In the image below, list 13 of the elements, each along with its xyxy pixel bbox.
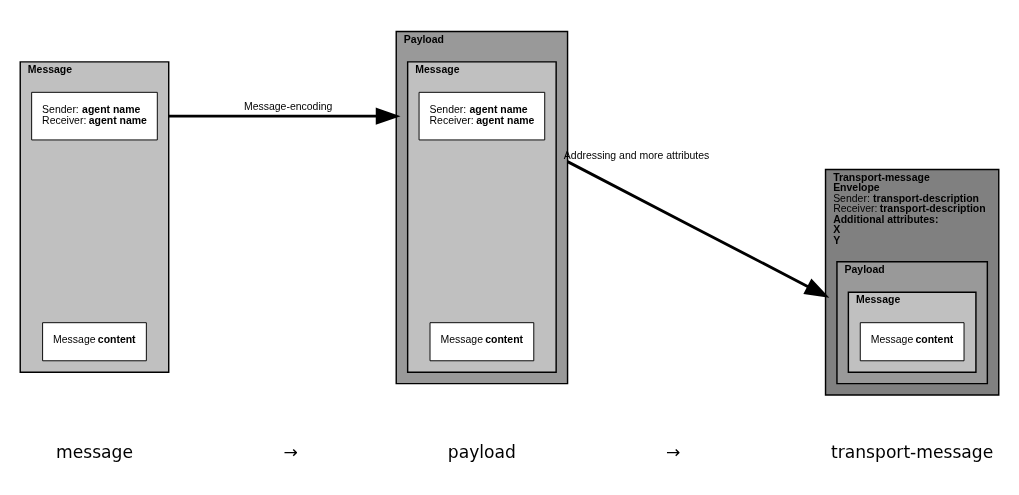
node-box: Message content [429,322,535,362]
arrow [168,107,401,125]
arrow [566,160,830,298]
label: message [55,442,133,463]
label: → [283,442,298,463]
label: payload [447,442,516,463]
edge-label: Message-encoding [243,101,333,113]
node-box: Sender: agent name Receiver: agent name [418,91,546,141]
label: transport-message [831,442,994,463]
label: → [666,442,681,463]
node-box: Message content [859,322,965,362]
node-box: Message content [42,322,147,362]
node-box: Sender: agent name Receiver: agent name [31,91,158,141]
